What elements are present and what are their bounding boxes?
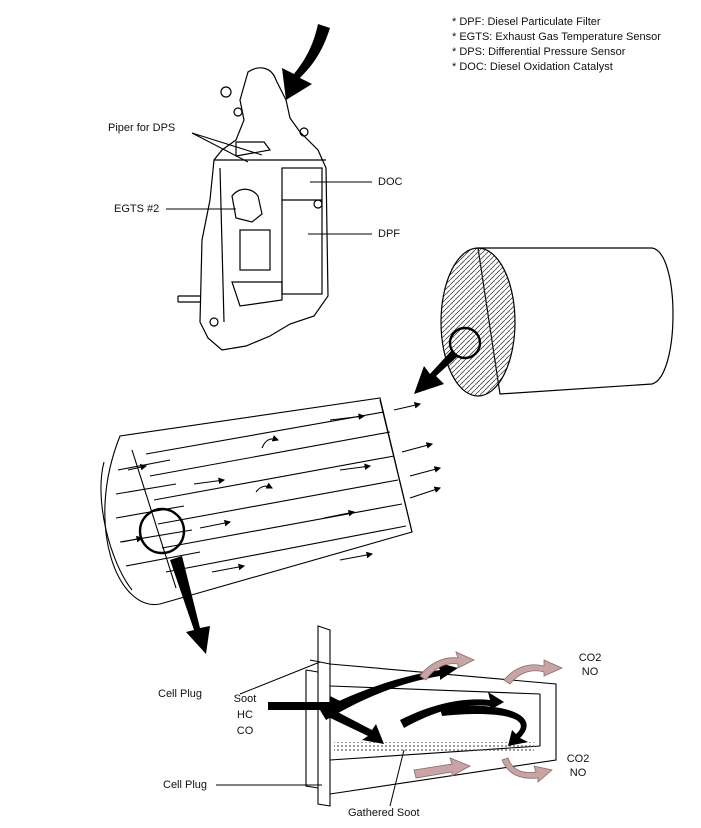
legend-item-egts: * EGTS: Exhaust Gas Temperature Sensor (452, 31, 661, 43)
flow-arrows (121, 402, 442, 573)
cell-flow-arrows (268, 662, 528, 746)
label-cell-plug-top: Cell Plug (158, 688, 203, 700)
label-dpf: DPF (378, 228, 400, 240)
leader-piper-2 (191, 132, 249, 163)
legend-item-dpf: * DPF: Diesel Particulate Filter (452, 16, 601, 28)
label-co2-bottom: CO2 (566, 753, 590, 765)
detail-circle-2 (138, 507, 186, 555)
filter-cutaway (100, 397, 413, 605)
leader-cell-plug-top (239, 661, 321, 695)
inlet-arrow (282, 24, 330, 100)
label-soot: Soot (233, 693, 257, 705)
label-doc: DOC (378, 176, 403, 188)
dpf-assembly (177, 67, 329, 351)
detail-arrow-1 (414, 350, 458, 394)
filter-cylinder (440, 247, 674, 397)
legend-item-dps: * DPS: Differential Pressure Sensor (452, 46, 626, 58)
label-piper-dps: Piper for DPS (108, 122, 176, 134)
gas-arrows (413, 651, 563, 783)
label-egts2: EGTS #2 (114, 203, 160, 215)
label-hc: HC (237, 709, 253, 721)
legend-item-doc: * DOC: Diesel Oxidation Catalyst (452, 61, 613, 73)
abbreviation-legend: * DPF: Diesel Particulate Filter * EGTS:… (452, 15, 661, 75)
label-co2-top: CO2 (578, 652, 602, 664)
label-no-top: NO (581, 666, 599, 678)
leader-gathered-soot (389, 749, 405, 807)
label-gathered-soot: Gathered Soot (348, 807, 420, 819)
label-no-bottom: NO (569, 767, 587, 779)
detail-arrow-2 (170, 556, 210, 654)
leader-piper-1 (191, 132, 263, 156)
label-co: CO (236, 725, 254, 737)
label-cell-plug-bottom: Cell Plug (163, 779, 208, 791)
